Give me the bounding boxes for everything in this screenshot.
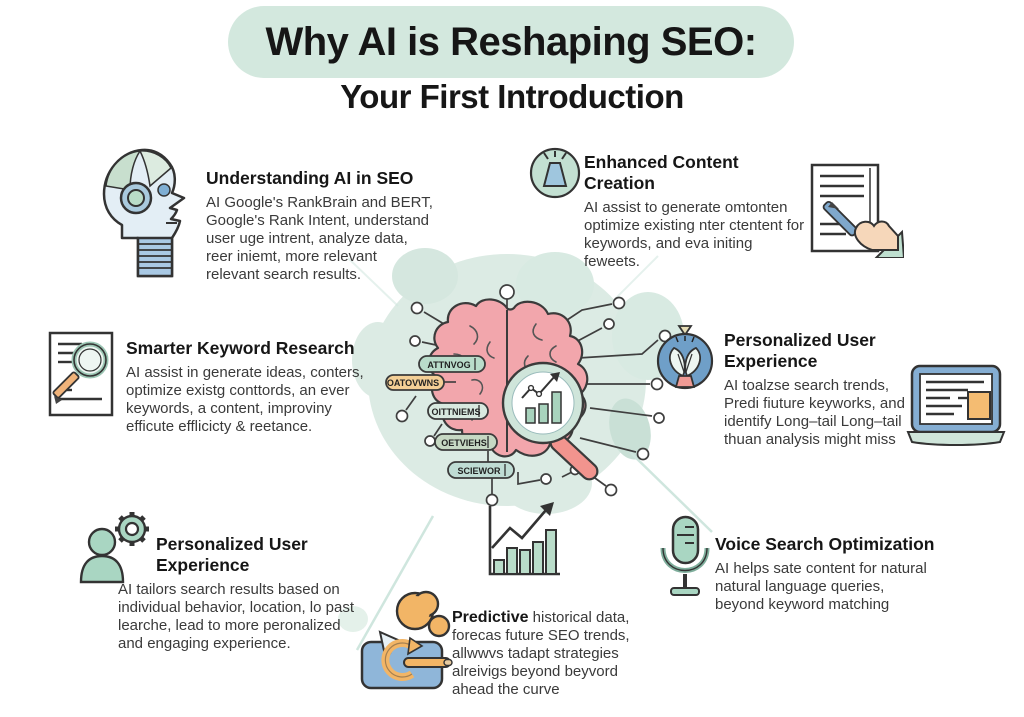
section-body: AI toalzse search trends, Predi fiuture … xyxy=(724,377,905,448)
section-heading: Personalized User Experience xyxy=(724,330,876,371)
section-predictive: Predictive historical data, forecas futu… xyxy=(452,590,657,699)
bar-chart-arrow-icon xyxy=(488,502,560,576)
background-blob xyxy=(392,248,458,304)
svg-text:OATOVWNS: OATOVWNS xyxy=(387,378,439,388)
section-heading-inline: Predictive xyxy=(452,609,529,626)
document-magnifier-icon xyxy=(48,331,114,417)
section-heading: Understanding AI in SEO xyxy=(206,168,414,188)
strategy-box-icon xyxy=(360,630,453,690)
section-body: AI Google's RankBrain and BERT, Google's… xyxy=(206,194,433,283)
section-voice-search: Voice Search Optimization AI helps sate … xyxy=(715,534,940,614)
page-title: Why AI is Reshaping SEO: xyxy=(265,19,757,64)
svg-text:OETVIEHS: OETVIEHS xyxy=(441,438,487,448)
feather-icon xyxy=(656,325,714,390)
section-personalized-left: Personalized User Experience AI tailors … xyxy=(118,534,368,653)
section-body: Predictive historical data, forecas futu… xyxy=(452,609,630,699)
circuit-pill: ATTNVOG OATOVWNS OITTNIEMS OETVIEHS SCIE… xyxy=(385,355,515,479)
person-gear-icon xyxy=(79,512,149,584)
brain-circuit-graphic: ATTNVOG OATOVWNS OITTNIEMS OETVIEHS SCIE… xyxy=(385,284,672,507)
writing-hand-icon xyxy=(810,163,904,258)
svg-text:SCIEWOR: SCIEWOR xyxy=(457,466,501,476)
magnifier-chart xyxy=(501,361,599,481)
page-subtitle: Your First Introduction xyxy=(340,78,684,115)
section-personalized-right: Personalized User Experience AI toalzse … xyxy=(724,330,949,449)
section-heading: Personalized User Experience xyxy=(156,534,308,575)
lamp-icon xyxy=(529,147,581,199)
section-body: AI tailors search results based on indiv… xyxy=(118,581,354,652)
section-heading: Smarter Keyword Research xyxy=(126,338,355,358)
section-body: AI helps sate content for natural natura… xyxy=(715,560,927,613)
section-body: AI assist to generate omtonten optimize … xyxy=(584,199,805,270)
svg-text:ATTNVOG: ATTNVOG xyxy=(427,360,470,370)
section-body: AI assist in generate ideas, conters, op… xyxy=(126,364,364,435)
svg-text:OITTNIEMS: OITTNIEMS xyxy=(432,407,481,417)
browser-icon xyxy=(906,364,1006,446)
microphone-icon xyxy=(660,515,710,596)
section-heading: Voice Search Optimization xyxy=(715,534,935,554)
robot-head-icon xyxy=(102,148,186,278)
section-heading: Enhanced Content Creation xyxy=(584,152,739,193)
title-banner: Why AI is Reshaping SEO: xyxy=(228,6,794,78)
section-enhanced-content: Enhanced Content Creation AI assist to g… xyxy=(584,152,809,271)
section-understanding-ai: Understanding AI in SEO AI Google's Rank… xyxy=(206,168,441,284)
section-keyword-research: Smarter Keyword Research AI assist in ge… xyxy=(126,338,366,436)
